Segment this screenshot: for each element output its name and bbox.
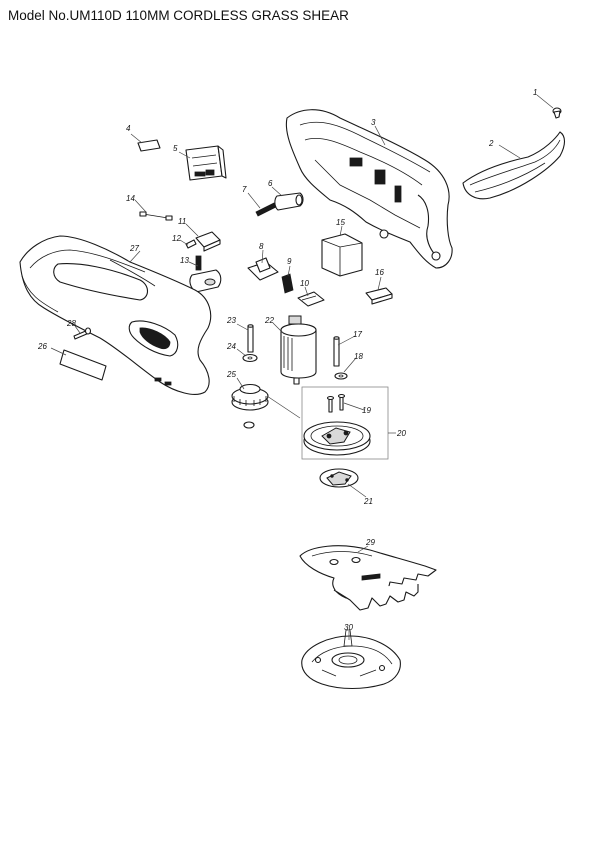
callout-5: 5 bbox=[173, 144, 178, 153]
callout-25: 25 bbox=[226, 370, 236, 379]
part-29-blade bbox=[299, 545, 437, 611]
part-4-label bbox=[137, 139, 161, 152]
part-20-large-gear bbox=[301, 386, 389, 460]
callout-21: 21 bbox=[363, 497, 373, 506]
callout-18: 18 bbox=[354, 352, 363, 361]
part-1-screw bbox=[552, 107, 562, 119]
callout-9: 9 bbox=[287, 257, 292, 266]
part-3-housing bbox=[285, 109, 453, 269]
callout-17: 17 bbox=[353, 330, 362, 339]
callout-27: 27 bbox=[129, 244, 139, 253]
part-25-washer bbox=[243, 421, 255, 429]
callout-7: 7 bbox=[242, 185, 247, 194]
part-30-base-plate bbox=[301, 629, 401, 690]
callout-22: 22 bbox=[264, 316, 274, 325]
part-22-motor bbox=[280, 315, 317, 385]
part-19-screws bbox=[326, 393, 346, 413]
part-16-block bbox=[365, 287, 393, 305]
callout-26: 26 bbox=[37, 342, 47, 351]
part-9-spring bbox=[281, 273, 294, 294]
part-11-terminal bbox=[195, 231, 221, 252]
callout-28: 28 bbox=[66, 319, 76, 328]
callout-19: 19 bbox=[362, 406, 371, 415]
callout-4: 4 bbox=[126, 124, 131, 133]
callout-30: 30 bbox=[344, 623, 353, 632]
diagram-title: Model No.UM110D 110MM CORDLESS GRASS SHE… bbox=[8, 8, 349, 23]
part-13-latch bbox=[189, 255, 222, 293]
leader-lines bbox=[50, 94, 554, 640]
part-28-screw bbox=[73, 327, 92, 340]
part-15-controller bbox=[321, 233, 363, 277]
callout-14: 14 bbox=[126, 194, 135, 203]
gear-assembly-box bbox=[301, 386, 389, 460]
callout-20: 20 bbox=[396, 429, 406, 438]
part-17-pin bbox=[333, 336, 340, 367]
callout-10: 10 bbox=[300, 279, 309, 288]
part-18-washer bbox=[334, 372, 348, 380]
callout-12: 12 bbox=[172, 234, 181, 243]
callout-2: 2 bbox=[488, 139, 494, 148]
part-6-lock-button bbox=[274, 192, 304, 211]
callout-11: 11 bbox=[178, 217, 186, 226]
part-24-washer bbox=[242, 353, 258, 363]
part-10-lever bbox=[297, 291, 325, 307]
part-7-spring bbox=[255, 202, 277, 217]
callout-23: 23 bbox=[226, 316, 236, 325]
callout-16: 16 bbox=[375, 268, 384, 277]
callout-3: 3 bbox=[371, 118, 376, 127]
callout-8: 8 bbox=[259, 242, 264, 251]
part-8-bracket bbox=[247, 257, 279, 281]
callout-6: 6 bbox=[268, 179, 273, 188]
part-21-disc bbox=[319, 468, 359, 488]
callout-13: 13 bbox=[180, 256, 189, 265]
callout-29: 29 bbox=[365, 538, 375, 547]
callout-24: 24 bbox=[226, 342, 236, 351]
part-23-pin bbox=[247, 324, 254, 353]
part-2-blade-cover bbox=[462, 131, 566, 200]
callout-15: 15 bbox=[336, 218, 345, 227]
callout-1: 1 bbox=[533, 88, 537, 97]
part-25-pinion-gear bbox=[231, 383, 269, 411]
part-number-callouts: 1 2 3 4 5 6 7 8 9 10 11 12 13 14 15 16 1… bbox=[37, 88, 537, 632]
part-5-switch bbox=[185, 145, 227, 181]
part-26-label-plate bbox=[59, 349, 107, 381]
part-12-part bbox=[185, 239, 197, 249]
part-14-wire bbox=[139, 211, 173, 221]
